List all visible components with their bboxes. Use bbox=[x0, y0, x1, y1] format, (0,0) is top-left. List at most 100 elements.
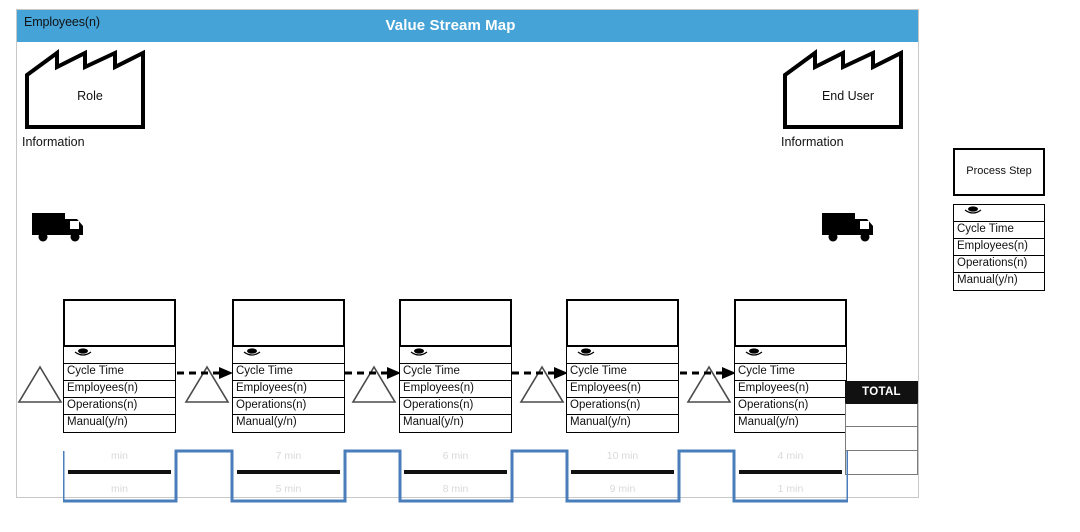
push-arrow bbox=[345, 365, 403, 381]
timeline-segment: min min bbox=[63, 450, 176, 504]
process-step-title[interactable] bbox=[734, 299, 847, 347]
process-step-data: Cycle Time Employees(n) Operations(n) Ma… bbox=[399, 347, 512, 433]
legend-employees: Employees(n) bbox=[954, 239, 1044, 256]
process-step[interactable]: Cycle Time Employees(n) Operations(n) Ma… bbox=[399, 299, 512, 433]
eye-row bbox=[567, 347, 678, 364]
process-step[interactable]: Cycle Time Employees(n) Operations(n) Ma… bbox=[232, 299, 345, 433]
process-step-title[interactable] bbox=[232, 299, 345, 347]
process-step[interactable]: Cycle Time Employees(n) Operations(n) Ma… bbox=[63, 299, 176, 433]
eye-icon bbox=[410, 348, 428, 357]
operations-row: Operations(n) bbox=[567, 398, 678, 415]
manual-row: Manual(y/n) bbox=[403, 416, 464, 428]
process-step-data: Cycle Time Employees(n) Operations(n) Ma… bbox=[232, 347, 345, 433]
total-cell[interactable] bbox=[845, 451, 918, 475]
factory-icon bbox=[25, 49, 145, 129]
cycle-time-row: Cycle Time bbox=[400, 364, 511, 381]
timeline-bar bbox=[404, 470, 507, 474]
timeline-segment: 4 min 1 min bbox=[734, 450, 847, 504]
inventory-triangle-icon bbox=[351, 365, 397, 403]
cycle-time-row: Cycle Time bbox=[567, 364, 678, 381]
lead-time: 9 min bbox=[609, 483, 636, 495]
employees-row: Employees(n) bbox=[735, 381, 846, 398]
supplier-factory[interactable]: Role bbox=[23, 47, 157, 131]
legend-data-table: Cycle Time Employees(n) Operations(n) Ma… bbox=[953, 204, 1045, 291]
process-step[interactable]: Cycle Time Employees(n) Operations(n) Ma… bbox=[734, 299, 847, 433]
inventory-triangle[interactable] bbox=[183, 363, 231, 405]
employees-row: Employees(n) bbox=[567, 381, 678, 398]
eye-icon bbox=[577, 348, 595, 357]
process-step-title[interactable] bbox=[399, 299, 512, 347]
legend-operations: Operations(n) bbox=[954, 256, 1044, 273]
operations-row: Operations(n) bbox=[400, 398, 511, 415]
outbound-shipment[interactable] bbox=[818, 205, 880, 247]
value-added-time: 4 min bbox=[777, 450, 804, 462]
inventory-triangle-icon bbox=[519, 365, 565, 403]
inventory-triangle-icon bbox=[686, 365, 732, 403]
value-added-time: 7 min bbox=[275, 450, 302, 462]
process-step-title[interactable] bbox=[63, 299, 176, 347]
push-arrow bbox=[680, 365, 738, 381]
process-step[interactable]: Cycle Time Employees(n) Operations(n) Ma… bbox=[566, 299, 679, 433]
eye-icon bbox=[243, 348, 261, 357]
customer-label: End User bbox=[821, 89, 875, 103]
employees-row: Employees(n) bbox=[400, 381, 511, 398]
eye-row bbox=[400, 347, 511, 364]
legend-process-step: Process Step bbox=[953, 148, 1045, 196]
timeline-ladder-path bbox=[63, 449, 848, 503]
inventory-triangle-icon bbox=[184, 365, 230, 403]
process-step-data: Cycle Time Employees(n) Operations(n) Ma… bbox=[566, 347, 679, 433]
operations-row: Operations(n) bbox=[64, 398, 175, 415]
legend-eye-row bbox=[954, 205, 1044, 222]
dashed-arrow-icon bbox=[680, 367, 736, 379]
factory-icon bbox=[783, 49, 903, 129]
legend-panel: Process Step Cycle Time Employees(n) Ope… bbox=[953, 148, 1045, 291]
customer-factory[interactable]: End User bbox=[781, 47, 915, 131]
total-header: TOTAL bbox=[845, 381, 918, 403]
timeline-segment: 6 min 8 min bbox=[399, 450, 512, 504]
cycle-time-row: Cycle Time bbox=[233, 364, 344, 381]
inventory-triangle[interactable] bbox=[518, 363, 566, 405]
operations-row: Operations(n) bbox=[735, 398, 846, 415]
supplier-label: Role bbox=[77, 89, 103, 103]
lead-time: min bbox=[111, 483, 128, 495]
manual-row: Manual(y/n) bbox=[236, 416, 297, 428]
dashed-arrow-icon bbox=[512, 367, 568, 379]
lead-time: 5 min bbox=[275, 483, 302, 495]
inventory-triangle[interactable] bbox=[685, 363, 733, 405]
timeline-ladder bbox=[63, 447, 848, 509]
employees-row: Employees(n) bbox=[233, 381, 344, 398]
process-step-title[interactable] bbox=[566, 299, 679, 347]
legend-cycle-time: Cycle Time bbox=[954, 222, 1044, 239]
value-added-time: min bbox=[111, 450, 128, 462]
inventory-triangle-icon bbox=[17, 365, 63, 403]
page-title: Value Stream Map bbox=[385, 17, 516, 34]
value-added-time: 10 min bbox=[606, 450, 639, 462]
cycle-time-row: Cycle Time bbox=[735, 364, 846, 381]
eye-row bbox=[735, 347, 846, 364]
push-arrow bbox=[177, 365, 235, 381]
process-step-data: Cycle Time Employees(n) Operations(n) Ma… bbox=[734, 347, 847, 433]
eye-row bbox=[64, 347, 175, 364]
inventory-triangle[interactable] bbox=[350, 363, 398, 405]
push-arrow bbox=[512, 365, 570, 381]
total-cell[interactable] bbox=[845, 427, 918, 451]
operations-row: Operations(n) bbox=[233, 398, 344, 415]
truck-icon bbox=[822, 213, 873, 242]
dashed-arrow-icon bbox=[345, 367, 401, 379]
eye-icon bbox=[964, 206, 982, 215]
manual-row: Manual(y/n) bbox=[570, 416, 631, 428]
customer-information-label: Information bbox=[781, 135, 844, 149]
header-band bbox=[17, 10, 918, 42]
eye-icon bbox=[745, 348, 763, 357]
timeline-bar bbox=[68, 470, 171, 474]
lead-time: 8 min bbox=[442, 483, 469, 495]
total-cell[interactable] bbox=[845, 403, 918, 427]
eye-icon bbox=[74, 348, 92, 357]
value-added-time: 6 min bbox=[442, 450, 469, 462]
cycle-time-row: Cycle Time bbox=[64, 364, 175, 381]
inventory-triangle[interactable] bbox=[16, 363, 64, 405]
manual-row: Manual(y/n) bbox=[67, 416, 128, 428]
eye-row bbox=[233, 347, 344, 364]
inbound-shipment[interactable] bbox=[28, 205, 90, 247]
